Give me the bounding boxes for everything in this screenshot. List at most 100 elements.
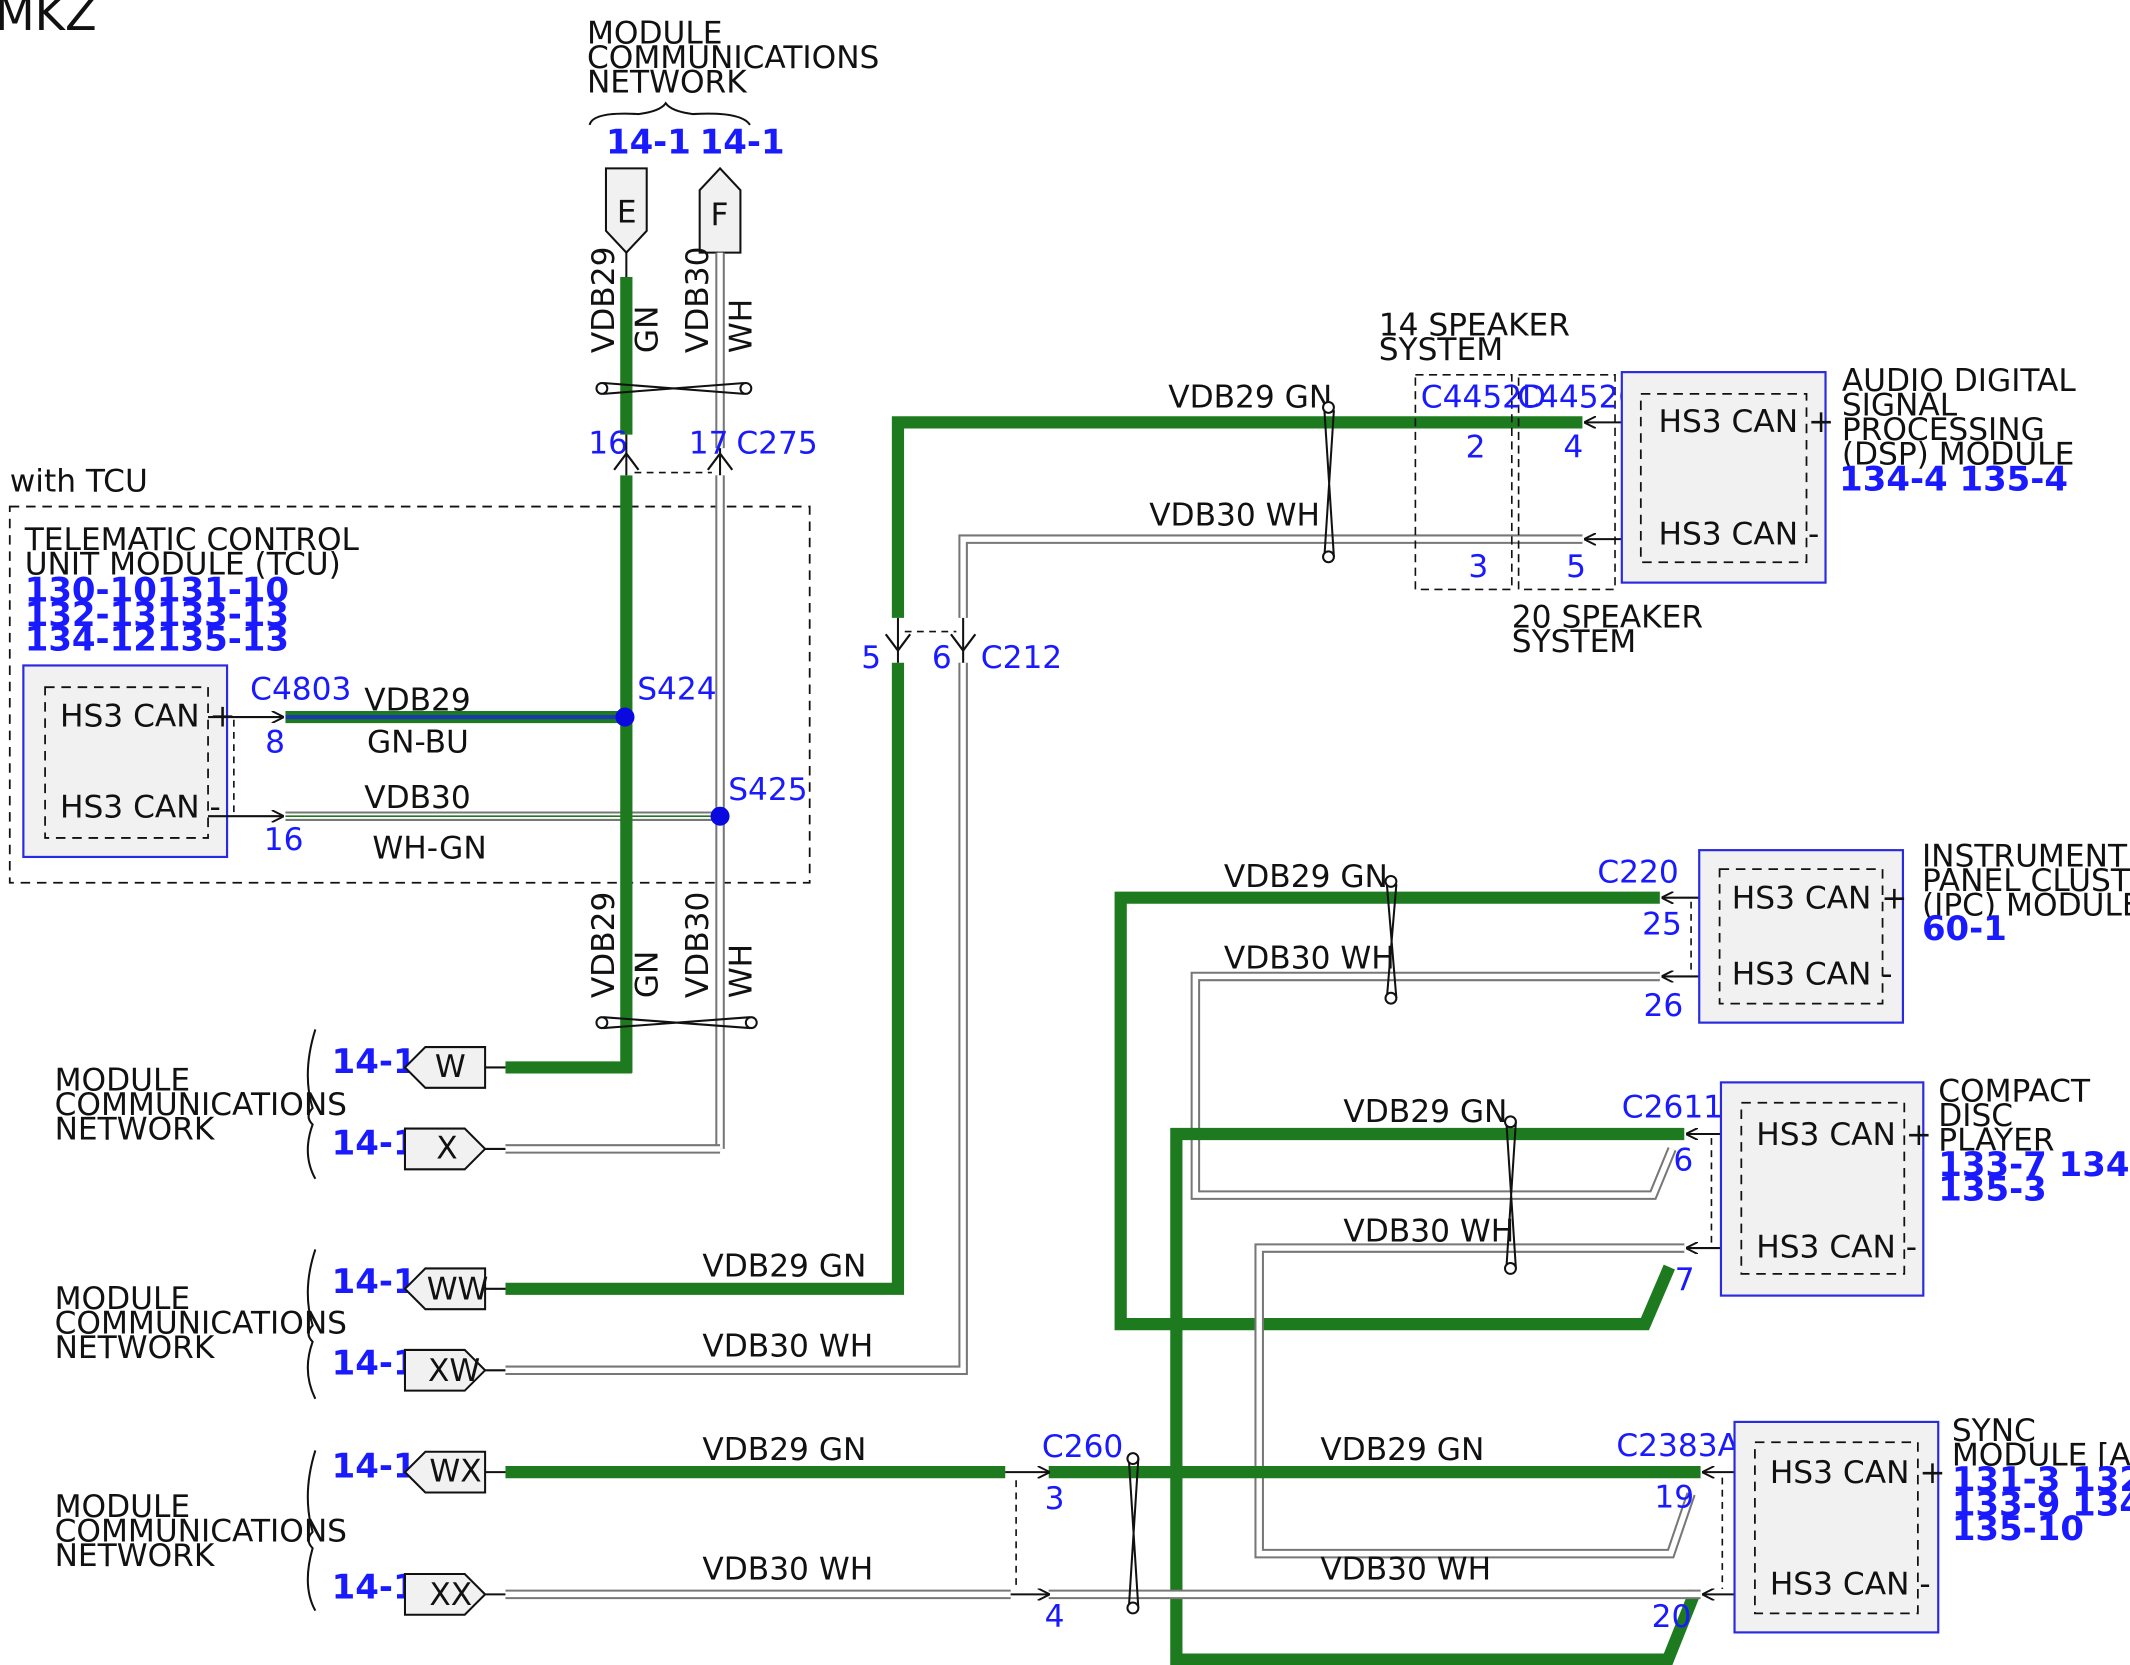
c2383a-pin-19: 19: [1654, 1479, 1694, 1515]
label-dsp-vdb29: VDB29 GN: [1168, 379, 1332, 415]
twisted-pair-icon: [1126, 1452, 1140, 1615]
sync-title: SYNC MODULE [APIM]: [1952, 1413, 2130, 1473]
c4452c-pin-4: 4: [1563, 430, 1583, 466]
svg-text:SYSTEM: SYSTEM: [1512, 624, 1636, 660]
splice-s425[interactable]: [710, 806, 730, 826]
svg-text:W: W: [435, 1049, 466, 1085]
c2611-label[interactable]: C2611: [1622, 1090, 1723, 1126]
connector-x-icon: [403, 1127, 487, 1171]
svg-text:TELEMATIC CONTROL: TELEMATIC CONTROL: [24, 522, 360, 558]
label-vdb29-top: VDB29: [586, 247, 622, 354]
with-tcu-label: with TCU: [10, 464, 148, 500]
ref-14-1-f[interactable]: 14-1: [700, 122, 785, 162]
twisted-pair-icon: [1322, 400, 1335, 564]
tcu-title: TELEMATIC CONTROL UNIT MODULE (TCU): [24, 522, 360, 582]
label-sync-vdb29: VDB29 GN: [1320, 1432, 1484, 1468]
svg-text:134-12135-13: 134-12135-13: [25, 620, 289, 660]
connector-f-label: F: [711, 197, 729, 233]
cd-title: COMPACT DISC PLAYER: [1938, 1073, 2091, 1158]
c4803-pin-8: 8: [265, 724, 285, 760]
tcu-module[interactable]: [22, 664, 229, 859]
connector-e-icon[interactable]: [604, 167, 648, 255]
wire-dsp-vdb30: [958, 534, 1583, 618]
c4452c-label[interactable]: C4452C: [1517, 379, 1640, 415]
ipc-module[interactable]: [1698, 849, 1905, 1024]
svg-text:131-3 132-3: 131-3 132-3: [1952, 1460, 2130, 1500]
sync-hs3-can-plus: HS3 CAN +: [1770, 1455, 1946, 1491]
svg-text:MODULE: MODULE: [55, 1063, 191, 1099]
cd-hs3-can-minus: HS3 CAN -: [1756, 1230, 1917, 1266]
svg-text:SYSTEM: SYSTEM: [1379, 332, 1503, 368]
c212-label[interactable]: C212: [981, 640, 1062, 676]
cd-hs3-can-plus: HS3 CAN +: [1756, 1117, 1932, 1153]
ipc-refs[interactable]: 60-1: [1922, 909, 2007, 949]
svg-text:(DSP) MODULE: (DSP) MODULE: [1842, 436, 2074, 472]
connector-xw-icon: [403, 1348, 487, 1392]
svg-text:X: X: [436, 1130, 457, 1166]
c4803-label[interactable]: C4803: [250, 671, 351, 707]
c4803-pin-16: 16: [264, 822, 304, 858]
label-wh-low: WH: [723, 944, 759, 998]
c275-connector-icon: [613, 434, 734, 476]
wire-ipc-vdb30: [1190, 971, 1677, 1200]
label-wh-gn: WH-GN: [372, 830, 486, 866]
label-gn-top: GN: [630, 306, 666, 354]
ipc-hs3-can-minus: HS3 CAN -: [1732, 957, 1893, 993]
label-cd-vdb29: VDB29 GN: [1343, 1094, 1507, 1130]
c4803-connector-icon: [208, 717, 283, 816]
svg-text:MODULE: MODULE: [587, 15, 723, 51]
cd-player-module[interactable]: [1719, 1081, 1925, 1297]
label-vdb29-tcu: VDB29: [364, 682, 471, 718]
c2383a-label[interactable]: C2383A: [1616, 1428, 1739, 1464]
svg-text:NETWORK: NETWORK: [55, 1330, 216, 1366]
c260-pin-4: 4: [1045, 1599, 1065, 1635]
c260-label[interactable]: C260: [1042, 1429, 1123, 1465]
label-wh-top: WH: [723, 299, 759, 353]
svg-text:WW: WW: [427, 1272, 489, 1308]
splice-s424[interactable]: [615, 707, 635, 727]
c275-label[interactable]: C275: [736, 426, 817, 462]
brace-icon: [306, 1029, 317, 1180]
svg-text:UNIT MODULE (TCU): UNIT MODULE (TCU): [25, 546, 341, 582]
label-wx-wire: VDB29 GN: [702, 1432, 866, 1468]
c4452d-label[interactable]: C4452D: [1421, 379, 1546, 415]
svg-text:SYNC: SYNC: [1952, 1413, 2036, 1449]
dsp-refs[interactable]: 134-4 135-4: [1839, 459, 2068, 499]
tcu-hs3-can-plus: HS3 CAN +: [60, 699, 236, 735]
label-ipc-vdb29: VDB29 GN: [1224, 859, 1388, 895]
ref-14-1-e[interactable]: 14-1: [606, 122, 691, 162]
top-network-label: MODULE COMMUNICATIONS NETWORK: [587, 15, 879, 100]
c2611-pin-7: 7: [1675, 1262, 1695, 1298]
svg-text:NETWORK: NETWORK: [55, 1111, 216, 1147]
c4452c-pin-5: 5: [1566, 549, 1586, 585]
cd-refs[interactable]: 133-7 134-5 135-3: [1938, 1145, 2130, 1209]
svg-text:130-10131-10: 130-10131-10: [25, 571, 289, 611]
c220-label[interactable]: C220: [1597, 855, 1678, 891]
svg-text:133-7 134-5: 133-7 134-5: [1938, 1145, 2130, 1185]
tcu-option-box: [8, 505, 811, 884]
svg-text:PANEL CLUSTER: PANEL CLUSTER: [1922, 863, 2130, 899]
dsp-module[interactable]: [1620, 371, 1827, 584]
wire-xw-vdb30: [505, 662, 968, 1376]
label-vdb30-top: VDB30: [680, 247, 716, 354]
svg-text:COMMUNICATIONS: COMMUNICATIONS: [55, 1087, 347, 1123]
label-vdb30-tcu: VDB30: [364, 780, 471, 816]
label-sync-vdb30: VDB30 WH: [1320, 1551, 1491, 1587]
dsp-hs3-can-minus: HS3 CAN -: [1658, 517, 1819, 553]
connector-f-icon[interactable]: [698, 166, 742, 254]
connector-ww-icon: [403, 1267, 487, 1311]
sync-refs[interactable]: 131-3 132-3 133-9 134-3 135-10: [1952, 1460, 2130, 1549]
brace-icon: [306, 1249, 317, 1400]
tcu-refs[interactable]: 130-10131-10 132-13133-13 134-12135-13: [25, 571, 289, 660]
c275-pin-16: 16: [588, 426, 628, 462]
svg-text:20 SPEAKER: 20 SPEAKER: [1512, 599, 1703, 635]
sync-module[interactable]: [1733, 1420, 1940, 1634]
ipc-title: INSTRUMENT PANEL CLUSTER (IPC) MODULE: [1922, 838, 2130, 923]
svg-text:DISC: DISC: [1938, 1098, 2013, 1134]
svg-text:MODULE [APIM]: MODULE [APIM]: [1952, 1437, 2130, 1473]
s425-label: S425: [728, 772, 807, 808]
sync-hs3-can-minus: HS3 CAN -: [1770, 1566, 1931, 1602]
connector-xx-icon: [403, 1572, 487, 1616]
svg-text:133-9 134-3: 133-9 134-3: [1952, 1485, 2130, 1525]
